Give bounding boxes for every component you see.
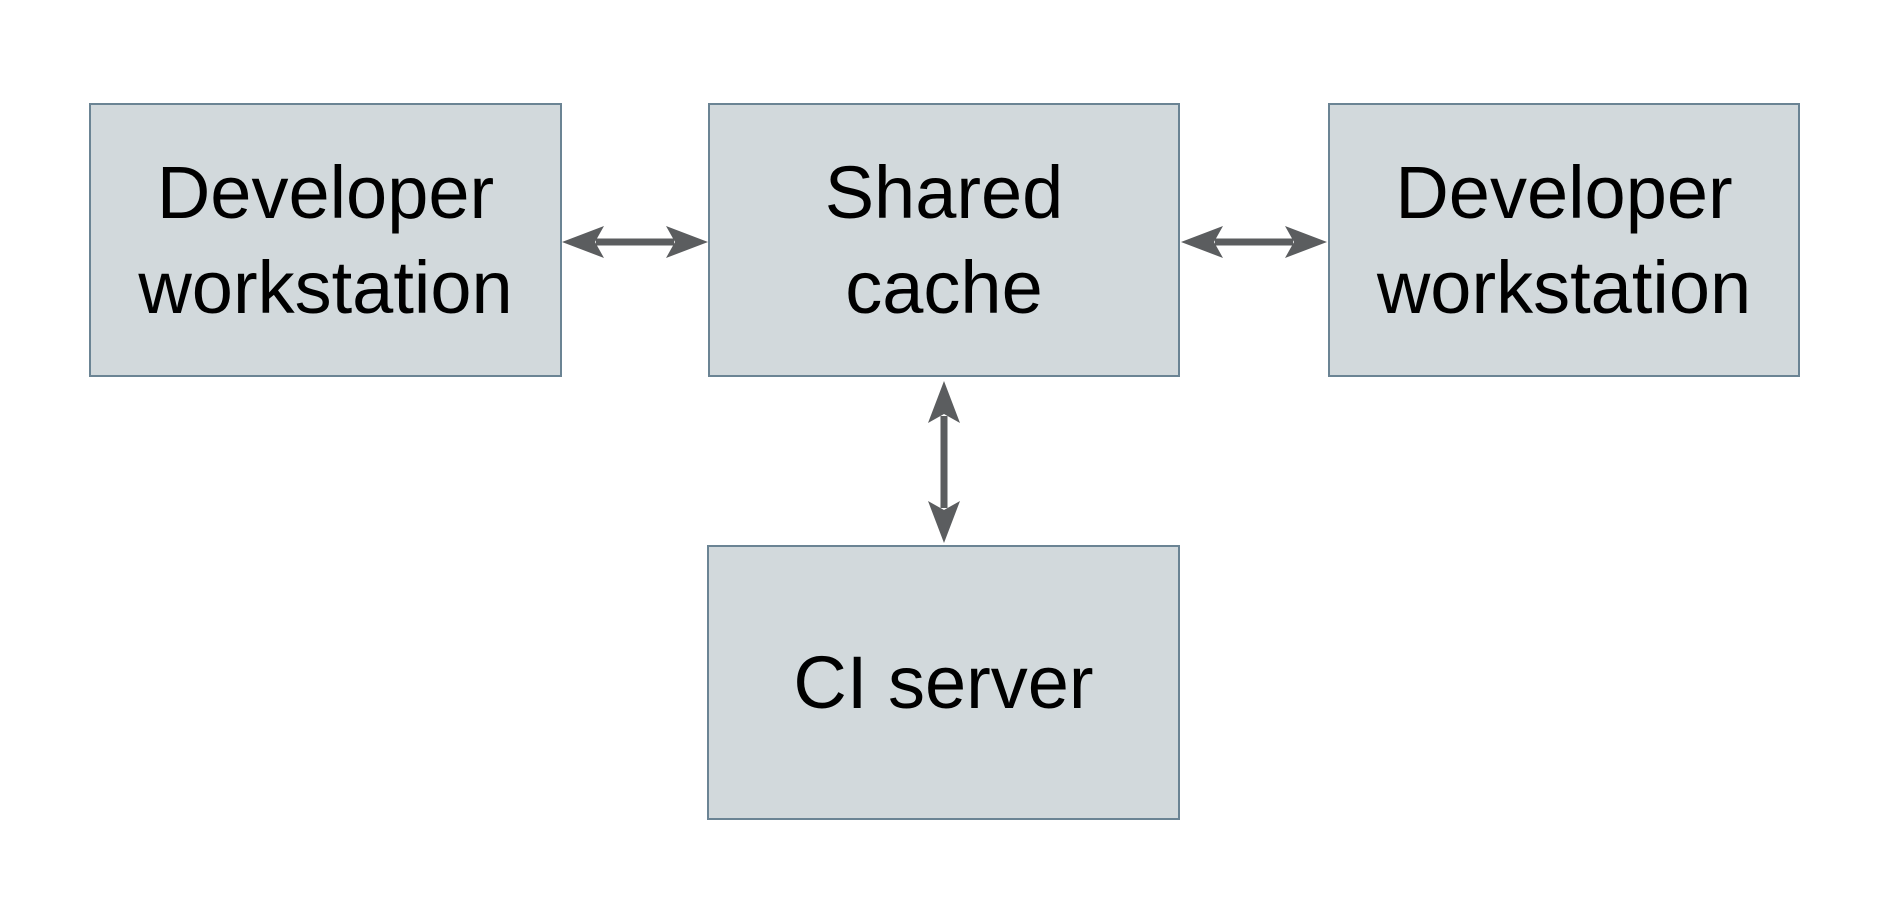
node-label-line: Developer — [156, 151, 495, 234]
node-label-line: workstation — [1376, 246, 1752, 329]
node-label-line: cache — [845, 246, 1043, 329]
arrowhead-down — [928, 501, 960, 543]
bidirectional-arrow-cache-devright — [1181, 226, 1327, 258]
arrowhead-up — [928, 381, 960, 423]
arrowhead-right — [1285, 226, 1327, 258]
node-label-line: workstation — [138, 246, 513, 329]
node-label-line: CI server — [793, 641, 1094, 724]
bidirectional-arrow-cache-ciserver — [928, 381, 960, 543]
arrowhead-left — [562, 226, 604, 258]
node-label-line: Shared — [824, 151, 1064, 234]
arrowhead-right — [666, 226, 708, 258]
node-label-line: Developer — [1395, 151, 1733, 234]
node-shared-cache: Shared cache — [708, 103, 1180, 377]
bidirectional-arrow-devleft-cache — [562, 226, 708, 258]
node-ci-server: CI server — [707, 545, 1180, 820]
arrowhead-left — [1181, 226, 1223, 258]
node-developer-workstation-right: Developer workstation — [1328, 103, 1800, 377]
node-developer-workstation-left: Developer workstation — [89, 103, 562, 377]
